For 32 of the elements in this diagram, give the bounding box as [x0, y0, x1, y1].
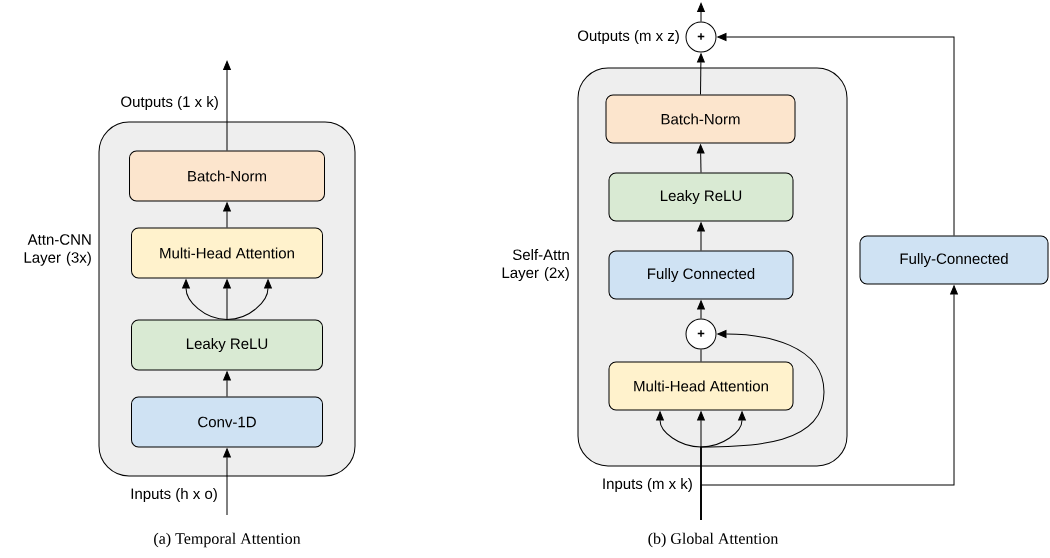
- io-label: Inputs (m x k): [603, 478, 692, 492]
- layer-box: Leaky ReLU: [131, 319, 323, 371]
- arrow: [696, 144, 705, 173]
- arrow: [223, 202, 231, 228]
- connector-line: [700, 349, 702, 362]
- caption: (b) Global Attention: [648, 532, 779, 548]
- layer-label: Self-Attn Layer (2x): [502, 249, 569, 281]
- io-label: Inputs (h x o): [131, 488, 217, 502]
- layer-box: Multi-Head Attention: [131, 227, 323, 279]
- arrow: [700, 285, 958, 521]
- arrow: [717, 33, 955, 236]
- arrow: [226, 279, 272, 320]
- layer-box: Fully-Connected: [859, 235, 1049, 285]
- layer-box: Batch-Norm: [129, 150, 325, 202]
- arrow: [223, 371, 231, 397]
- arrow: [223, 60, 231, 151]
- layer-box: Conv-1D: [131, 396, 323, 448]
- caption: (a) Temporal Attention: [154, 532, 301, 548]
- layer-label: Attn-CNN Layer (3x): [24, 234, 91, 266]
- io-label: Outputs (m x z): [578, 30, 679, 44]
- layer-box: Batch-Norm: [605, 94, 796, 144]
- arrow: [697, 222, 705, 251]
- layer-box: Leaky ReLU: [608, 172, 794, 222]
- arrow: [697, 53, 705, 95]
- arrow: [223, 279, 231, 320]
- arrow: [697, 2, 705, 22]
- io-label: Outputs (1 x k): [121, 96, 218, 110]
- arrow: [697, 300, 705, 319]
- arrow: [223, 448, 231, 516]
- arrow: [182, 279, 228, 320]
- layer-box: Fully Connected: [608, 250, 794, 300]
- layer-box: Multi-Head Attention: [608, 361, 794, 411]
